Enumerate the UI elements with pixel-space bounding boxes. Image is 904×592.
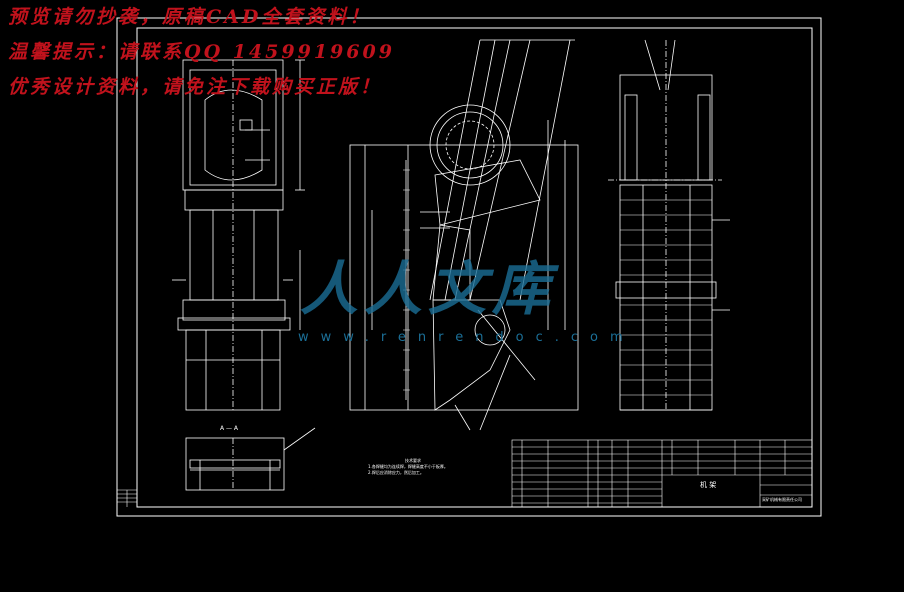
promo-banner-line-3: 优秀设计资料，请免注下载购买正版！ [8,76,383,98]
note-2: 2.焊后应消除应力，然后加工。 [368,470,424,475]
watermark-url: www.renrendoc.com [298,330,635,345]
promo-banner-line-1: 预览请勿抄袭，原稿CAD全套资料！ [8,6,372,28]
promo-banner-line-2: 温馨提示：请联系QQ 1459919609 [8,41,395,63]
note-1: 1.各焊缝均为连续焊，焊缝高度不小于板厚。 [368,464,448,469]
title-block [511,439,813,508]
watermark-logo: 人人文库 [300,255,557,323]
end-view [608,39,730,411]
left-margin-ticks [117,489,137,507]
notes-title: 技术要求 [405,458,421,463]
technical-notes: 技术要求 1.各焊缝均为连续焊，焊缝高度不小于板厚。 2.焊后应消除应力，然后加… [368,458,458,476]
section-a-a [185,427,316,491]
outer-frame [116,17,822,517]
title-block-part-name: 机 架 [700,481,717,489]
side-view [349,39,579,431]
inner-frame [136,27,813,508]
section-label: A — A [220,425,239,432]
title-block-company: 采矿机械有限责任公司 [762,497,802,502]
front-view [172,59,305,411]
